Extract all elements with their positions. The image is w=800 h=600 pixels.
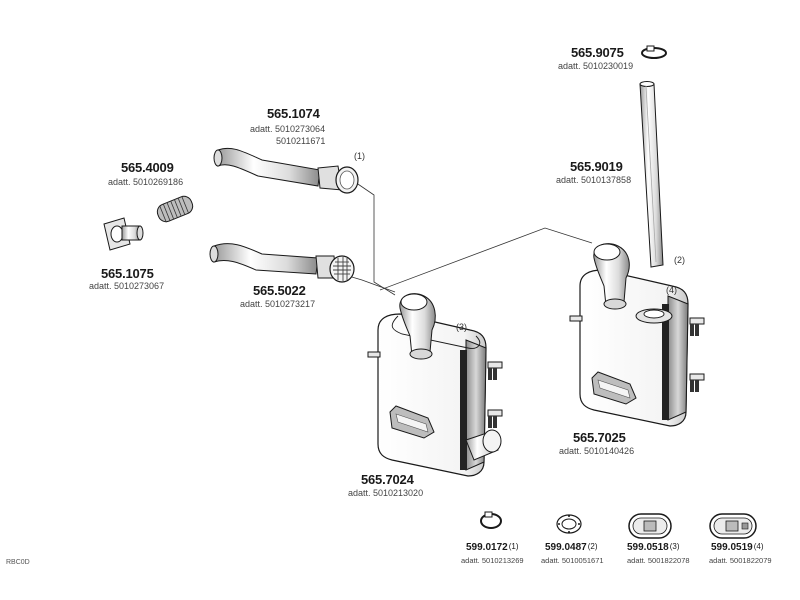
image-code: RBC0D	[6, 559, 30, 566]
accessory-strap-icon-1	[628, 513, 672, 539]
adatt-5651074-a: adatt. 5010273064	[250, 124, 326, 134]
accessory-adatt-3: adatt. 5001822078	[627, 556, 690, 565]
part-number-5659019: 565.9019	[570, 159, 623, 174]
part-number-5651074: 565.1074	[267, 106, 320, 121]
adatt-5651074-b: 5010211671	[276, 136, 326, 146]
callout-4: (4)	[666, 285, 677, 295]
accessory-number-1: 599.0172(1)	[466, 542, 519, 553]
callout-1: (1)	[354, 151, 365, 161]
part-number-5654009: 565.4009	[121, 160, 174, 175]
adatt-5657025: adatt. 5010140426	[559, 446, 635, 456]
part-number-5651075: 565.1075	[101, 266, 154, 281]
silencer-left	[367, 293, 503, 477]
bent-pipe-upper	[213, 147, 359, 194]
accessory-number-4: 599.0519(4)	[711, 542, 764, 553]
part-number-5657024: 565.7024	[361, 472, 414, 487]
flex-tube	[156, 195, 194, 223]
adatt-5657024: adatt. 5010213020	[348, 488, 424, 498]
accessory-adatt-4: adatt. 5001822079	[709, 556, 772, 565]
accessory-clamp-icon	[480, 511, 502, 529]
bent-pipe-lower	[209, 243, 355, 283]
part-number-5659075: 565.9075	[571, 45, 624, 60]
part-number-5657025: 565.7025	[573, 430, 626, 445]
adatt-5655022: adatt. 5010273217	[240, 299, 316, 309]
part-number-5655022: 565.5022	[253, 283, 306, 298]
adatt-5651075: adatt. 5010273067	[89, 281, 165, 291]
accessory-number-2: 599.0487(2)	[545, 542, 598, 553]
adatt-5659019: adatt. 5010137858	[556, 175, 632, 185]
silencer-right	[569, 243, 705, 427]
leader-lines	[327, 179, 593, 296]
accessory-gasket-icon	[556, 514, 582, 534]
adatt-5654009: adatt. 5010269186	[108, 177, 184, 187]
accessory-strap-icon-2	[709, 513, 757, 539]
pipe-clamp	[641, 45, 667, 59]
callout-2: (2)	[674, 255, 685, 265]
accessory-adatt-1: adatt. 5010213269	[461, 556, 524, 565]
accessory-number-3: 599.0518(3)	[627, 542, 680, 553]
flange-pipe	[103, 217, 144, 251]
accessory-adatt-2: adatt. 5010051671	[541, 556, 604, 565]
adatt-5659075: adatt. 5010230019	[558, 61, 634, 71]
tailpipe	[639, 81, 664, 268]
callout-3: (3)	[456, 322, 467, 332]
